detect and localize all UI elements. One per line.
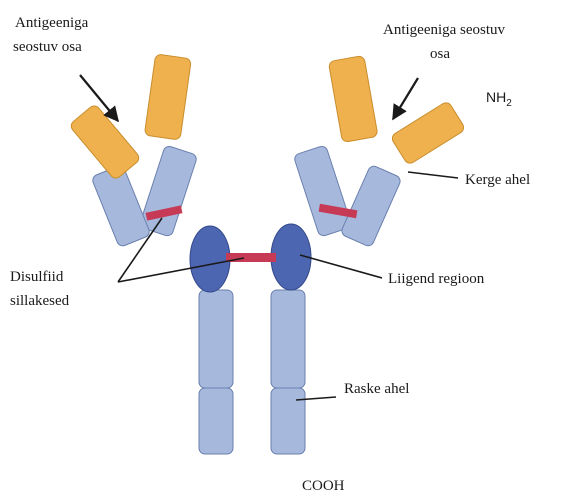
hinge-oval-left: [190, 226, 230, 292]
heavy-chain-variable-right: [328, 55, 378, 142]
label-antigen-binding-right-line2: osa: [430, 45, 450, 64]
arrow-antigen-right: [393, 78, 418, 119]
label-antigen-binding-left-line2: seostuv osa: [13, 38, 82, 57]
label-nh2-text: NH: [486, 89, 506, 105]
heavy-chain-variable-left: [144, 54, 191, 140]
light-chain-variable-right: [390, 101, 466, 166]
label-nh2: NH2: [486, 88, 512, 113]
heavy-chain-left-ch3: [199, 388, 233, 454]
heavy-chain-left-vh: [144, 54, 191, 140]
light-chain-arm-left: [91, 164, 151, 247]
heavy-chain-right-vh: [328, 55, 378, 142]
label-nh2-subscript: 2: [506, 98, 512, 109]
label-cooh: COOH: [302, 477, 345, 496]
label-antigen-binding-right-line1: Antigeeniga seostuv: [383, 21, 505, 40]
label-light-chain: Kerge ahel: [465, 171, 530, 190]
heavy-chain-arm-right: [293, 145, 352, 237]
light-chain-arm-right: [340, 164, 402, 247]
heavy-chain-left-ch2: [199, 290, 233, 388]
light-chain-left-vl: [69, 103, 141, 180]
heavy-chain-right-ch1: [293, 145, 352, 237]
heavy-chain-stem-left: [199, 290, 233, 454]
heavy-chain-left-ch1: [139, 145, 198, 237]
leader-hinge: [300, 255, 382, 278]
label-antigen-binding-left-line1: Antigeeniga: [15, 14, 88, 33]
heavy-chain-right-ch2: [271, 290, 305, 388]
leader-light-chain: [408, 172, 458, 178]
light-chain-left-cl: [91, 164, 151, 247]
heavy-chain-stem-right: [271, 290, 305, 454]
light-chain-right-vl: [390, 101, 466, 166]
label-disulfide-line1: Disulfiid: [10, 268, 63, 287]
label-hinge-region: Liigend regioon: [388, 270, 484, 289]
light-chain-variable-left: [69, 103, 141, 180]
heavy-chain-arm-left: [139, 145, 198, 237]
heavy-chain-right-ch3: [271, 388, 305, 454]
label-disulfide-line2: sillakesed: [10, 292, 69, 311]
label-heavy-chain: Raske ahel: [344, 380, 409, 399]
light-chain-right-cl: [340, 164, 402, 247]
